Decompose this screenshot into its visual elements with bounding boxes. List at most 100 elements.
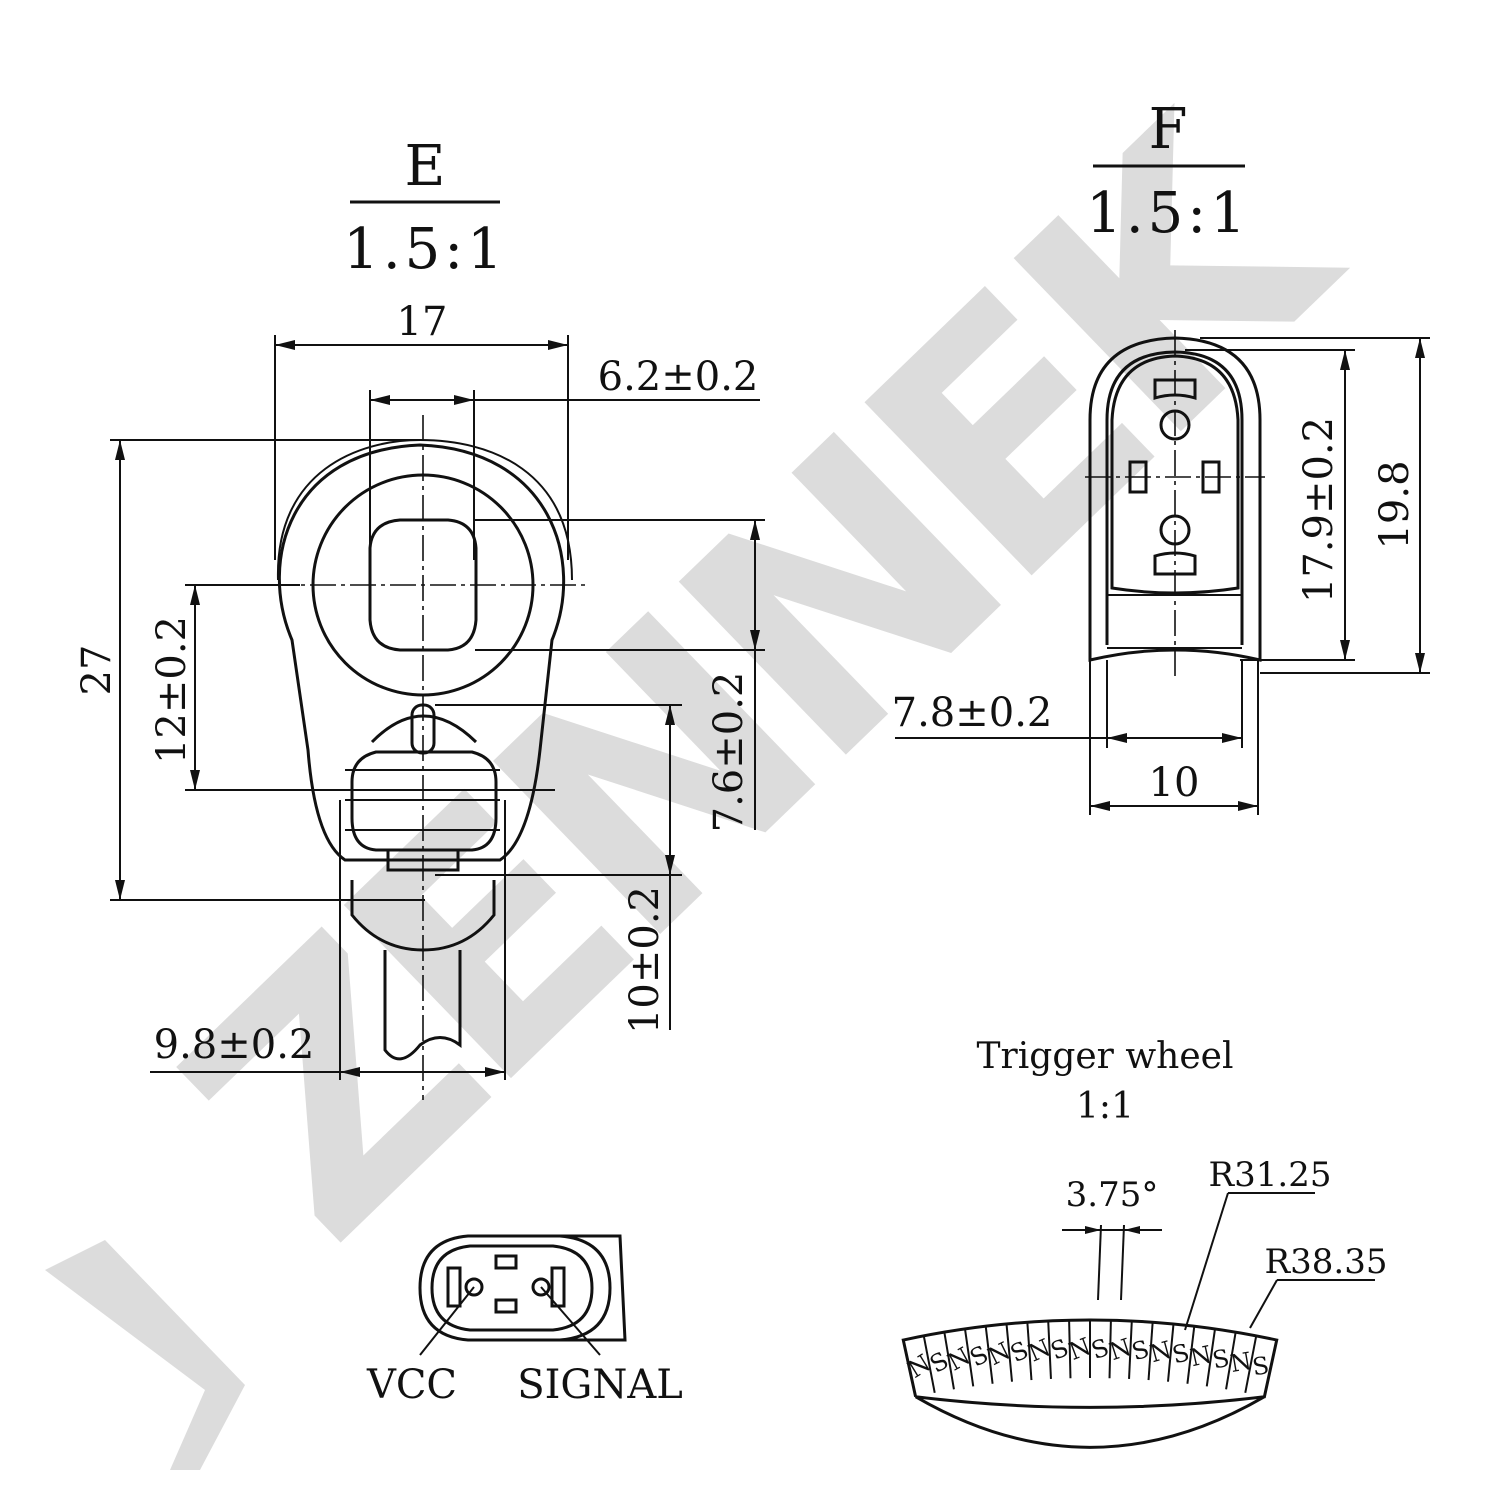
dim-arrow: [1340, 640, 1350, 660]
dim-arrow: [665, 855, 675, 875]
connector-housing: [350, 750, 498, 852]
dim-arrow: [485, 1067, 505, 1077]
pole-divider: [964, 1328, 975, 1387]
dim-arrow: [275, 340, 295, 350]
r-outer-label: R38.35: [1265, 1242, 1388, 1282]
connector-pinout: VCC SIGNAL: [366, 1234, 683, 1408]
view-f: F 1.5:1 17.9±0.2 19.8: [892, 97, 1430, 815]
watermark-chevron: [45, 1240, 245, 1470]
dim-f-iw-label: 7.8±0.2: [892, 690, 1053, 736]
view-e: E 1.5:1 17 6.2±0.2: [74, 134, 765, 1100]
pinout-housing-inner: [430, 1244, 594, 1332]
pole-divider: [943, 1331, 955, 1390]
pinout-key-top: [494, 1254, 518, 1270]
pole-label: N: [1228, 1347, 1253, 1378]
pole-divider: [1225, 1331, 1237, 1390]
dim-arrow: [1085, 1226, 1101, 1234]
dim-arrow: [750, 630, 760, 650]
r-inner-leader: [1184, 1192, 1229, 1331]
angle-label: 3.75°: [1066, 1175, 1159, 1215]
pole-divider: [1005, 1323, 1014, 1382]
r-inner-label: R31.25: [1209, 1155, 1332, 1195]
dim-f-inner-label: 17.9±0.2: [1296, 417, 1342, 603]
pole-label: S: [1210, 1344, 1232, 1375]
trigger-wheel-scale: 1:1: [1076, 1086, 1134, 1127]
view-f-scale: 1.5:1: [1086, 181, 1250, 246]
view-f-title: F: [1149, 97, 1188, 162]
pole-divider: [922, 1335, 936, 1393]
dim-bore-label: 6.2±0.2: [598, 354, 759, 400]
dim-arrow: [1415, 338, 1425, 358]
dim-arrow: [115, 440, 125, 460]
dim-width-label: 17: [397, 299, 448, 345]
sensor-flange-outline: [277, 443, 566, 862]
sensor-cable: [383, 950, 462, 1061]
dim-arrow: [190, 770, 200, 790]
angle-ext-right: [1120, 1224, 1125, 1301]
dim-arrow: [1222, 733, 1242, 743]
pole-label: S: [1250, 1351, 1270, 1381]
dim-arrow: [1340, 350, 1350, 370]
dim-f-outer-label: 19.8: [1372, 460, 1418, 549]
r-outer-leader: [1249, 1279, 1278, 1329]
pin-guard-top: [1153, 378, 1197, 401]
pole-label: S: [1169, 1338, 1192, 1369]
pole-divider: [1108, 1320, 1112, 1379]
trigger-wheel-title: Trigger wheel: [977, 1036, 1234, 1077]
dim-arrow: [1124, 1226, 1140, 1234]
pole-divider: [1205, 1328, 1216, 1387]
pole-divider: [1068, 1320, 1072, 1379]
pole-divider: [984, 1326, 994, 1384]
dim-f-ow-label: 10: [1149, 760, 1200, 806]
pinout-key-bottom: [494, 1298, 518, 1314]
dim-offset-label: 7.6±0.2: [706, 672, 752, 833]
pin-guard-bottom: [1153, 551, 1197, 576]
pole-label: N: [1188, 1340, 1215, 1372]
trigger-wheel-segment: [901, 1318, 1279, 1449]
dim-arrow: [1238, 801, 1258, 811]
pole-divider: [1128, 1320, 1133, 1379]
pole-divider: [1186, 1326, 1196, 1384]
signal-leader: [540, 1286, 601, 1356]
vcc-label: VCC: [366, 1362, 457, 1408]
pole-label: S: [1129, 1335, 1153, 1367]
dim-arrow: [340, 1067, 360, 1077]
pole-divider: [1166, 1323, 1175, 1382]
sensor-flange-upper-edge: [276, 438, 573, 581]
angle-ext-left: [1097, 1224, 1102, 1301]
dim-height-label: 27: [74, 645, 120, 696]
pole-divider: [1147, 1322, 1154, 1381]
pin-signal: [531, 1277, 551, 1297]
dim-body-label: 9.8±0.2: [154, 1022, 315, 1068]
dim-arrow: [1090, 801, 1110, 811]
pole-divider: [902, 1339, 917, 1397]
pinout-slot-left: [446, 1266, 462, 1308]
dim-arrow: [1107, 733, 1127, 743]
dim-arrow: [454, 395, 474, 405]
pole-divider: [1263, 1339, 1278, 1397]
dim-arrow: [665, 705, 675, 725]
dim-arrow: [548, 340, 568, 350]
signal-label: SIGNAL: [517, 1362, 683, 1408]
dim-connector-label: 10±0.2: [622, 886, 668, 1034]
pinout-housing-outer: [418, 1234, 612, 1342]
mount-bore: [368, 518, 478, 652]
dim-arrow: [115, 880, 125, 900]
pole-divider: [1244, 1335, 1258, 1393]
dim-hole-label: 12±0.2: [149, 616, 195, 764]
dim-arrow: [190, 585, 200, 605]
dim-arrow: [1415, 653, 1425, 673]
pole-divider: [1047, 1320, 1052, 1379]
dim-arrow: [370, 395, 390, 405]
view-e-title: E: [405, 134, 446, 199]
view-e-scale: 1.5:1: [343, 217, 507, 282]
dim-arrow: [750, 520, 760, 540]
pole-label: N: [1147, 1336, 1175, 1369]
pin-vcc: [464, 1277, 484, 1297]
vcc-leader: [419, 1286, 475, 1356]
pole-divider: [1026, 1322, 1033, 1381]
